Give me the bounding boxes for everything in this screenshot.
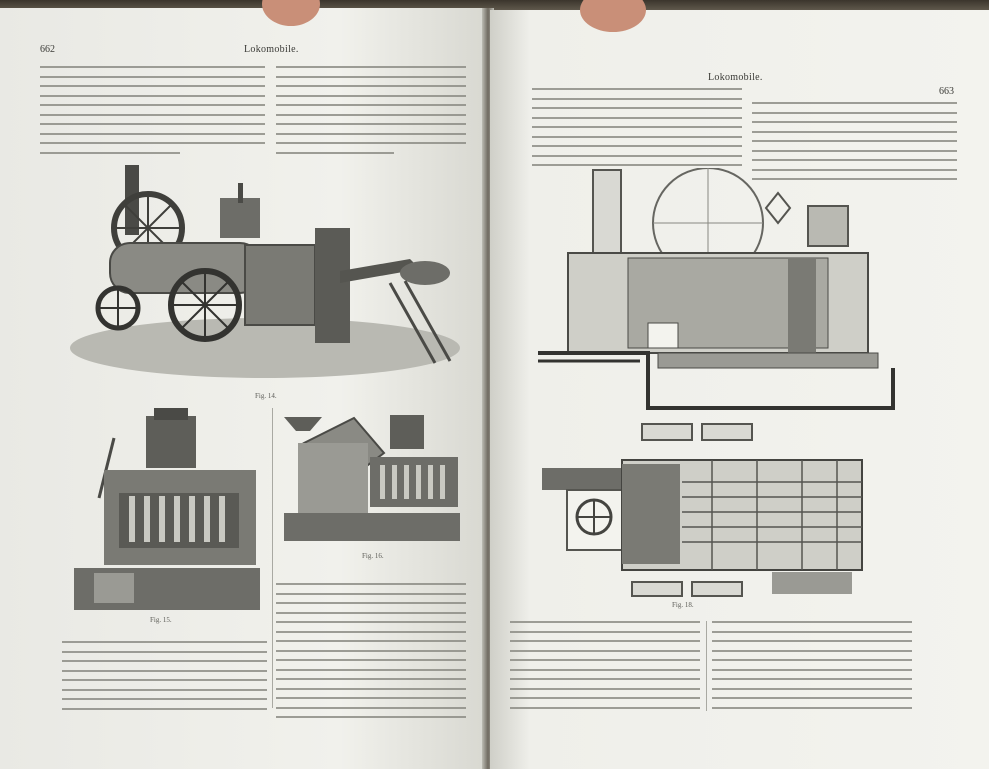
right-page: Lokomobile. 663 <box>490 10 989 769</box>
right-text-column-bottom-b <box>712 621 912 716</box>
right-column-divider <box>706 621 707 711</box>
locomobile-plan-drawing <box>542 423 863 597</box>
right-page-number: 663 <box>939 86 954 97</box>
right-text-column-top-a <box>532 88 742 174</box>
right-running-head: Lokomobile. <box>708 72 763 83</box>
locomobile-elevation-drawing <box>538 168 895 410</box>
figure-18-caption: Fig. 18. <box>672 601 694 609</box>
left-text-column-bottom-a <box>62 641 267 717</box>
figure-16-caption: Fig. 16. <box>362 552 384 560</box>
left-running-head: Lokomobile. <box>244 44 299 55</box>
feeder-section-illustration <box>284 415 460 541</box>
left-page-number: 662 <box>40 44 55 55</box>
right-text-column-top-b <box>752 102 957 188</box>
left-text-column-top-a <box>40 66 265 161</box>
left-text-column-top-b <box>276 66 466 161</box>
left-text-column-bottom-b <box>276 583 466 726</box>
figure-15-caption: Fig. 15. <box>150 616 172 624</box>
portable-engine-illustration <box>70 165 460 378</box>
right-text-column-bottom-a <box>510 621 700 716</box>
firebox-section-illustration <box>74 408 260 610</box>
left-page: 662 Lokomobile. <box>0 8 486 769</box>
figure-14-caption: Fig. 14. <box>255 392 277 400</box>
column-divider <box>272 408 273 708</box>
